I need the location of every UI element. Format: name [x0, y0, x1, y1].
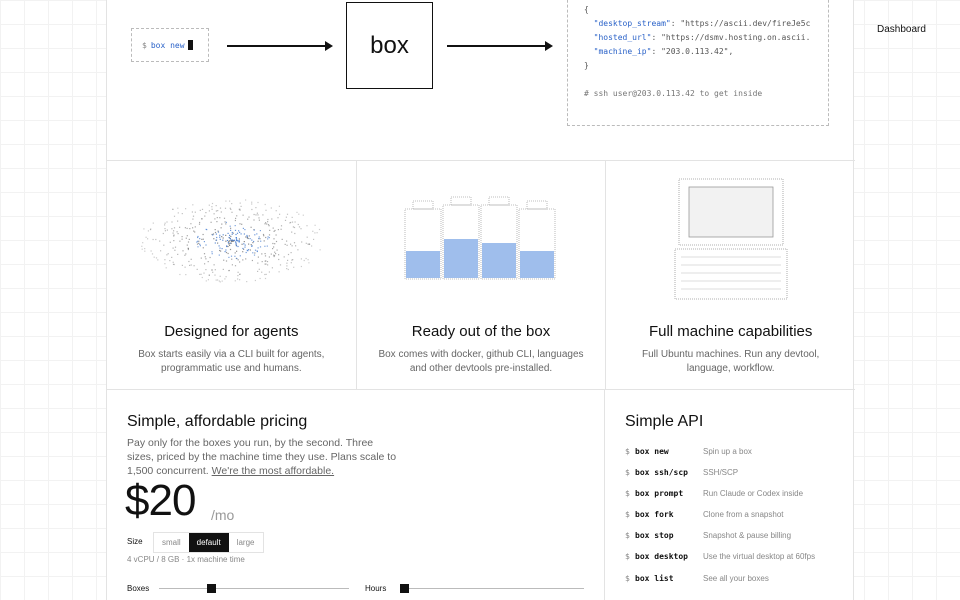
size-option-large[interactable]: large: [236, 538, 255, 547]
json-key: "machine_ip": [593, 47, 652, 56]
api-row: $ box desktop Use the virtual desktop at 6…: [625, 552, 815, 561]
prompt-symbol: $: [625, 552, 630, 561]
boxes-slider-thumb[interactable]: [207, 584, 217, 593]
hero-section: $ box new box { "desktop_stream": "https…: [107, 0, 855, 161]
api-row: $ box list See all your boxes: [625, 574, 769, 583]
json-comment: # ssh user@203.0.113.42 to get inside: [584, 89, 763, 98]
box-diagram: box: [346, 2, 433, 89]
size-option-default[interactable]: default: [188, 533, 229, 552]
api-desc: Spin up a box: [703, 447, 752, 456]
api-row: $ box stop Snapshot & pause billing: [625, 531, 791, 540]
prompt-symbol: $: [625, 489, 630, 498]
api-row: $ box new Spin up a box: [625, 447, 752, 456]
api-command: box list: [635, 574, 674, 583]
hours-slider[interactable]: [400, 584, 585, 593]
api-command: box desktop: [635, 552, 688, 561]
json-key: "desktop_stream": [593, 19, 671, 28]
json-value: : "https://ascii.dev/fireJe5c: [670, 19, 811, 28]
feature-title: Designed for agents: [164, 323, 299, 340]
api-desc: See all your boxes: [703, 574, 769, 583]
api-desc: Snapshot & pause billing: [703, 531, 792, 540]
pricing-desc-text: Pay only for the boxes you run, by the s…: [127, 437, 397, 477]
feature-machine: Full machine capabilities Full Ubuntu ma…: [606, 161, 855, 389]
prompt-symbol: $: [625, 447, 630, 456]
boxes-slider-row: Boxes: [127, 584, 350, 593]
containers-icon: [404, 196, 556, 280]
features-section: Designed for agents Box starts easily vi…: [107, 161, 855, 390]
pricing-title: Simple, affordable pricing: [127, 413, 308, 430]
prompt-symbol: $: [625, 531, 630, 540]
hours-slider-thumb[interactable]: [400, 584, 410, 593]
pricing-desc: Pay only for the boxes you run, by the s…: [127, 436, 397, 478]
json-output: { "desktop_stream": "https://ascii.dev/f…: [567, 0, 829, 126]
particle-cloud-icon: [141, 199, 322, 283]
api-row: $ box prompt Run Claude or Codex inside: [625, 489, 803, 498]
hours-slider-row: Hours: [365, 584, 585, 593]
api-command: box prompt: [635, 489, 684, 498]
api-desc: Run Claude or Codex inside: [703, 489, 804, 498]
price-period: /mo: [211, 507, 235, 523]
api-desc: SSH/SCP: [703, 468, 739, 477]
arrow-right-icon: [447, 41, 553, 51]
ready-illustration: [357, 175, 606, 305]
box-label: box: [370, 31, 409, 59]
api-title: Simple API: [625, 413, 704, 430]
size-selector: small default large: [153, 532, 264, 553]
price-value: $20: [125, 476, 196, 525]
json-value: : "203.0.113.42",: [651, 47, 734, 56]
pricing-section: Simple, affordable pricing Pay only for …: [107, 390, 605, 600]
machine-illustration: [606, 175, 855, 305]
feature-agents: Designed for agents Box starts easily vi…: [107, 161, 357, 389]
json-open: {: [584, 5, 589, 14]
prompt-symbol: $: [625, 574, 630, 583]
feature-desc: Box starts easily via a CLI built for ag…: [138, 349, 325, 374]
feature-title: Ready out of the box: [411, 323, 551, 340]
api-desc: Clone from a snapshot: [703, 510, 784, 519]
agents-illustration: [107, 175, 356, 305]
arrow-right-icon: [227, 41, 333, 51]
prompt-symbol: $: [625, 468, 630, 477]
json-close: }: [584, 61, 589, 70]
api-command: box stop: [635, 531, 674, 540]
dashboard-link[interactable]: Dashboard: [877, 24, 926, 35]
command-text: box new: [150, 40, 185, 50]
size-option-small[interactable]: small: [162, 538, 181, 547]
feature-ready: Ready out of the box Box comes with dock…: [357, 161, 607, 389]
feature-desc: Full Ubuntu machines. Run any devtool, l…: [642, 349, 820, 374]
api-row: $ box ssh/scp SSH/SCP: [625, 468, 738, 477]
command-box: $ box new: [131, 28, 209, 62]
boxes-label: Boxes: [127, 584, 150, 593]
api-command: box fork: [635, 510, 674, 519]
prompt-symbol: $: [625, 510, 630, 519]
hours-label: Hours: [365, 584, 387, 593]
json-key: "hosted_url": [593, 33, 652, 42]
boxes-slider[interactable]: [159, 584, 350, 593]
computer-icon: [674, 178, 788, 300]
api-row: $ box fork Clone from a snapshot: [625, 510, 784, 519]
feature-title: Full machine capabilities: [648, 323, 813, 340]
feature-desc: Box comes with docker, github CLI, langu…: [378, 349, 584, 374]
cursor-icon: [187, 40, 193, 50]
prompt-symbol: $: [142, 40, 147, 50]
api-command: box new: [635, 447, 669, 456]
main-frame: $ box new box { "desktop_stream": "https…: [106, 0, 855, 600]
api-command: box ssh/scp: [635, 468, 688, 477]
size-label: Size: [127, 537, 143, 546]
api-section: Simple API $ box new Spin up a box $ box ss…: [605, 390, 855, 600]
api-desc: Use the virtual desktop at 60fps: [703, 552, 816, 561]
size-spec: 4 vCPU / 8 GB · 1x machine time: [127, 555, 245, 564]
json-value: : "https://dsmv.hosting.on.ascii.: [651, 33, 811, 42]
affordable-link[interactable]: We're the most affordable.: [211, 465, 335, 477]
